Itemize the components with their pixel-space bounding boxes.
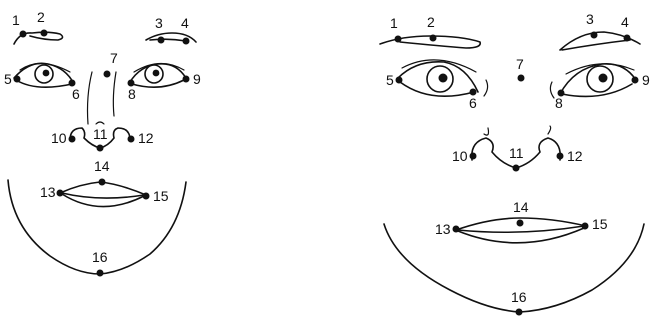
left-label-9: 9: [193, 71, 201, 87]
left-landmark-7: [104, 71, 111, 78]
right-label-3: 3: [586, 11, 594, 27]
right-label-8: 8: [555, 95, 563, 111]
left-label-2: 2: [37, 9, 45, 25]
left-face-landmarks: 1 2 3 4 5 6 7 8 9 10 11 12 13 14 15 16: [4, 9, 201, 277]
right-landmark-15: [582, 223, 589, 230]
right-landmark-3: [591, 32, 598, 39]
right-landmark-1: [395, 36, 402, 43]
right-label-16: 16: [511, 289, 527, 305]
right-label-10: 10: [452, 148, 468, 164]
left-label-7: 7: [110, 50, 118, 66]
left-landmark-5: [14, 76, 21, 83]
face-right: 1 2 3 4 5 6 7 8 9 10 11 12 13 14 15 16: [380, 11, 650, 316]
right-label-6: 6: [469, 95, 477, 111]
right-label-9: 9: [642, 72, 650, 88]
left-label-6: 6: [72, 86, 80, 102]
left-face-eye-right: [14, 63, 74, 87]
right-landmark-2: [430, 35, 437, 42]
right-landmark-12: [557, 153, 564, 160]
right-label-14: 14: [513, 199, 529, 215]
left-landmark-10: [69, 136, 76, 143]
right-label-13: 13: [435, 221, 451, 237]
right-label-5: 5: [386, 72, 394, 88]
face-left: 1 2 3 4 5 6 7 8 9 10 11 12 13 14 15 16: [4, 9, 201, 277]
right-label-1: 1: [390, 15, 398, 31]
left-landmark-11: [97, 145, 104, 152]
left-label-12: 12: [138, 130, 154, 146]
left-face-nose-bridge-left: [88, 72, 93, 124]
left-label-3: 3: [155, 15, 163, 31]
right-landmark-7: [518, 75, 525, 82]
right-label-15: 15: [592, 216, 608, 232]
right-face-landmarks: 1 2 3 4 5 6 7 8 9 10 11 12 13 14 15 16: [386, 11, 650, 316]
left-landmark-2: [41, 30, 48, 37]
right-landmark-13: [453, 226, 460, 233]
left-label-13: 13: [40, 184, 56, 200]
left-label-11: 11: [93, 126, 108, 142]
left-landmark-3: [158, 37, 165, 44]
left-landmark-9: [183, 76, 190, 83]
left-face-eye-left: [130, 63, 186, 87]
left-face-nose-bridge-right: [113, 72, 116, 116]
left-face-mouth: [60, 182, 146, 207]
right-landmark-16: [516, 309, 523, 316]
left-label-4: 4: [181, 15, 189, 31]
right-face-nose-side-left: [484, 128, 489, 135]
left-label-14: 14: [94, 158, 110, 174]
left-label-5: 5: [4, 71, 12, 87]
left-landmark-14: [99, 179, 106, 186]
left-label-10: 10: [51, 130, 67, 146]
left-label-15: 15: [153, 188, 169, 204]
right-landmark-10: [470, 153, 477, 160]
left-landmark-1: [20, 31, 27, 38]
right-landmark-9: [632, 77, 639, 84]
right-landmark-14: [517, 220, 524, 227]
left-label-16: 16: [92, 249, 108, 265]
right-label-12: 12: [567, 148, 583, 164]
left-landmark-16: [97, 270, 104, 277]
right-label-11: 11: [509, 145, 524, 161]
right-label-2: 2: [427, 14, 435, 30]
left-landmark-13: [57, 190, 64, 197]
left-landmark-15: [143, 193, 150, 200]
left-label-8: 8: [128, 86, 136, 102]
right-face-nose-side-right: [548, 126, 551, 134]
right-landmark-5: [396, 77, 403, 84]
right-label-4: 4: [621, 14, 629, 30]
right-landmark-11: [513, 165, 520, 172]
left-landmark-4: [183, 38, 190, 45]
left-landmark-12: [128, 136, 135, 143]
left-label-1: 1: [12, 12, 20, 28]
right-label-7: 7: [516, 56, 524, 72]
right-landmark-4: [624, 35, 631, 42]
